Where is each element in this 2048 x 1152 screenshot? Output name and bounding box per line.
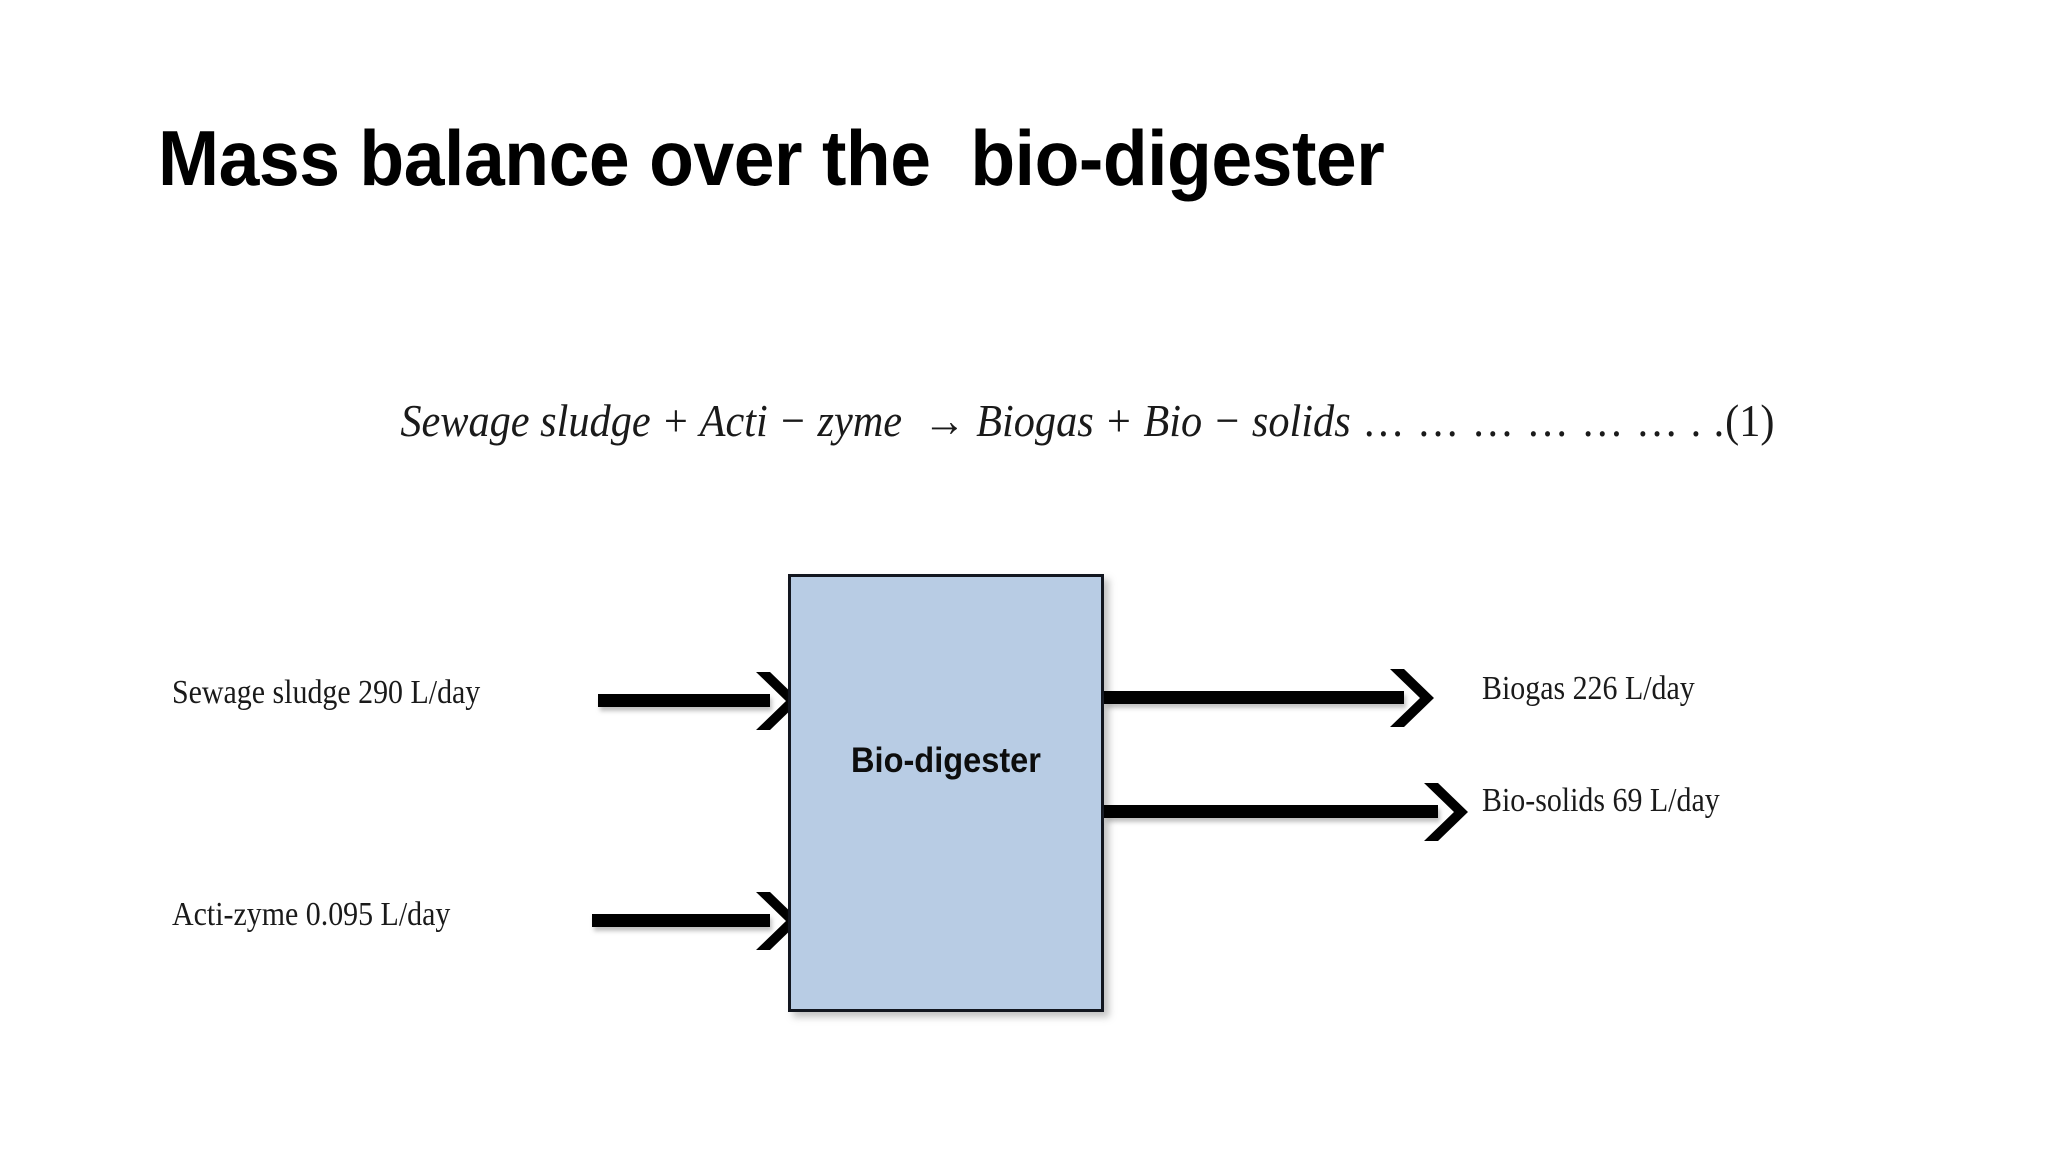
stream-label-biogas: Biogas 226 L/day xyxy=(1482,670,1695,707)
reaction-equation: Sewage sludge + Acti − zyme → Biogas + B… xyxy=(358,334,1774,508)
stream-label-sewage-sludge: Sewage sludge 290 L/day xyxy=(172,674,481,711)
arrow-shaft-bio-solids xyxy=(1104,805,1438,818)
arrow-shaft-biogas xyxy=(1104,691,1404,704)
page-title: Mass balance over the bio-digester xyxy=(158,114,1385,202)
bio-digester-block xyxy=(788,574,1104,1012)
stream-label-acti-zyme: Acti-zyme 0.095 L/day xyxy=(172,896,451,933)
equation-body: Sewage sludge + Acti − zyme → Biogas + B… xyxy=(400,395,1351,446)
bio-digester-label: Bio-digester xyxy=(851,741,1041,780)
equation-number: (1) xyxy=(1725,395,1775,446)
arrow-shaft-acti-zyme xyxy=(592,914,770,927)
arrow-shaft-sewage-sludge xyxy=(598,694,770,707)
equation-leader-dots: … … … … … … . . xyxy=(1350,395,1726,446)
stream-label-bio-solids: Bio-solids 69 L/day xyxy=(1482,782,1720,819)
